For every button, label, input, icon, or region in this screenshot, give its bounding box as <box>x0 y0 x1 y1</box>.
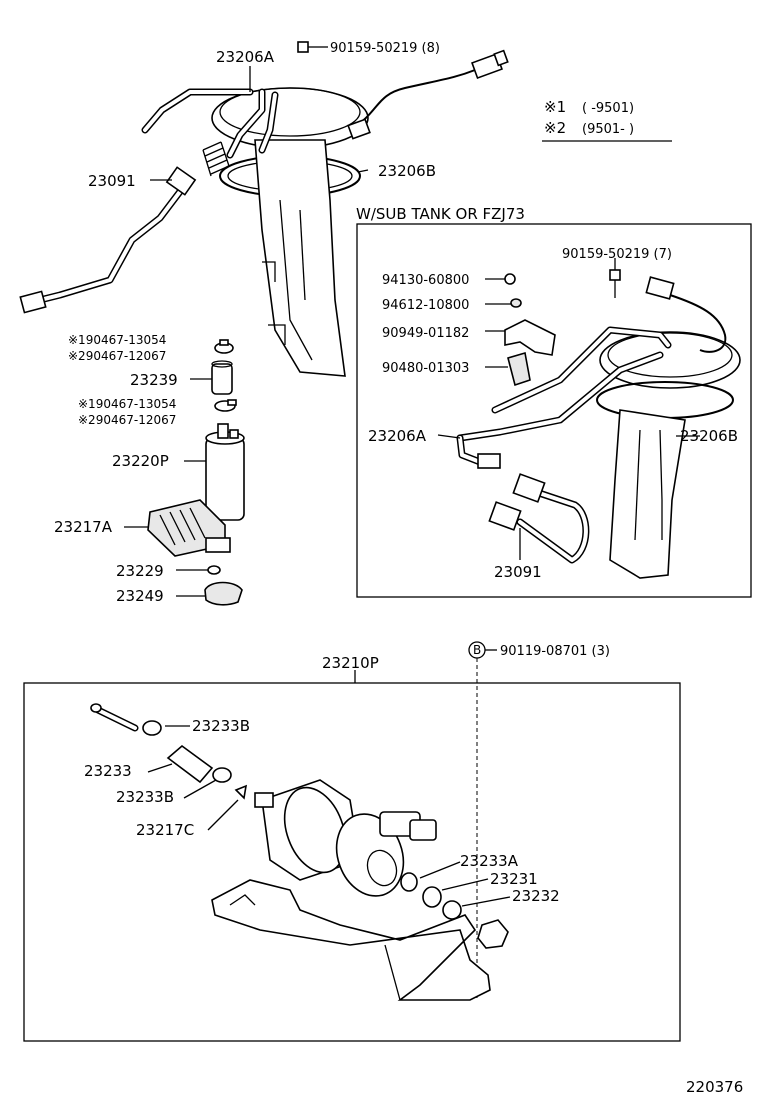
cushion-23249 <box>204 581 243 606</box>
label-23239: 23239 <box>130 371 178 389</box>
leader-lines-subtank <box>437 258 700 560</box>
fuel-filter-23217A <box>147 499 231 557</box>
assembly-23210P-frame <box>23 682 681 1042</box>
subtank-flange-plate <box>599 331 741 389</box>
retainer-ring-23229 <box>207 565 221 575</box>
fuel-line-end-fitting <box>19 290 47 314</box>
label-90119-08701: 90119-08701 (3) <box>500 644 610 659</box>
diagram-id: 220376 <box>686 1078 743 1096</box>
label-23233: 23233 <box>84 762 132 780</box>
subtank-fuel-fitting <box>477 453 501 469</box>
main-fuel-pump-bracket-assembly <box>19 41 509 377</box>
label-23206B-sub: 23206B <box>680 427 738 445</box>
label-23249: 23249 <box>116 587 164 605</box>
flange-harness-plug <box>347 118 371 140</box>
subtank-wire-connector <box>645 276 675 300</box>
subtank-title: W/SUB TANK OR FZJ73 <box>356 205 525 223</box>
label-23232: 23232 <box>512 887 560 905</box>
leader-lines-lower <box>147 725 511 907</box>
label-23206A-sub: 23206A <box>368 427 427 445</box>
label-23206B-top: 23206B <box>378 162 436 180</box>
sub-tank-pump-assembly-23210P <box>23 641 681 1042</box>
pump-hose-23239 <box>211 363 233 395</box>
label-94612-10800: 94612-10800 <box>382 298 469 313</box>
label-23220P: 23220P <box>112 452 169 470</box>
fuel-line-nut <box>165 166 197 196</box>
leader-lines-pump-stack <box>124 378 212 597</box>
ring-23232 <box>442 900 462 920</box>
label-90159-50219-8: 90159-50219 (8) <box>330 41 440 56</box>
clamp-90949 <box>504 319 556 356</box>
cushion-90480 <box>507 351 531 387</box>
label-90949-01182: 90949-01182 <box>382 326 469 341</box>
fuel-pump-23220P <box>205 423 245 521</box>
label-23231: 23231 <box>490 870 538 888</box>
label-clamp-13054-lower: ※190467-13054 <box>78 397 176 411</box>
hose-23233A <box>400 872 418 892</box>
label-23229: 23229 <box>116 562 164 580</box>
sub-tank-pump-motor <box>254 779 437 897</box>
u-line-nut-lower <box>488 501 522 531</box>
label-23206A-top: 23206A <box>216 48 275 66</box>
u-line-nut-upper <box>512 473 546 503</box>
label-23091-left: 23091 <box>88 172 136 190</box>
nut-94130 <box>504 273 516 285</box>
pump-bracket-body <box>254 139 346 377</box>
strainer-23217C <box>234 784 248 800</box>
subtank-bracket-body <box>609 409 686 579</box>
label-clamp-13054-upper: ※190467-13054 <box>68 333 166 347</box>
hose-clamp-23233B-lower <box>212 767 232 783</box>
legend-2-range: (9501- ) <box>582 122 634 137</box>
label-94130-60800: 94130-60800 <box>382 273 469 288</box>
label-23210P: 23210P <box>322 654 379 672</box>
label-23233A: 23233A <box>460 852 519 870</box>
pump-mounting-bracket <box>211 879 491 1001</box>
label-clamp-12067-upper: ※290467-12067 <box>68 349 166 363</box>
legend-2-mark: ※2 <box>544 119 566 137</box>
label-90480-01303: 90480-01303 <box>382 361 469 376</box>
label-23217C: 23217C <box>136 821 194 839</box>
sub-tank-variant-box: W/SUB TANK OR FZJ73 <box>356 205 752 598</box>
label-90159-50219-7: 90159-50219 (7) <box>562 247 672 262</box>
in-tank-pump-stack <box>147 339 245 606</box>
legend-1-range: ( -9501) <box>582 101 634 116</box>
hex-nut <box>477 919 509 949</box>
leader-lines-upper <box>150 46 672 181</box>
legend-1-mark: ※1 <box>544 98 566 116</box>
label-23091-sub: 23091 <box>494 563 542 581</box>
bolt-b-letter: B <box>473 643 481 657</box>
washer-94612 <box>510 298 522 308</box>
label-23233B-upper: 23233B <box>192 717 250 735</box>
label-23217A: 23217A <box>54 518 113 536</box>
coil-spring <box>202 141 230 177</box>
hose-23233 <box>166 744 214 784</box>
flange-bolt <box>297 41 320 53</box>
clamp-23231 <box>422 886 442 908</box>
subtank-frame <box>356 223 752 598</box>
label-23233B-lower: 23233B <box>116 788 174 806</box>
label-clamp-12067-lower: ※290467-12067 <box>78 413 176 427</box>
hose-clamp-23233B-upper <box>142 720 162 736</box>
